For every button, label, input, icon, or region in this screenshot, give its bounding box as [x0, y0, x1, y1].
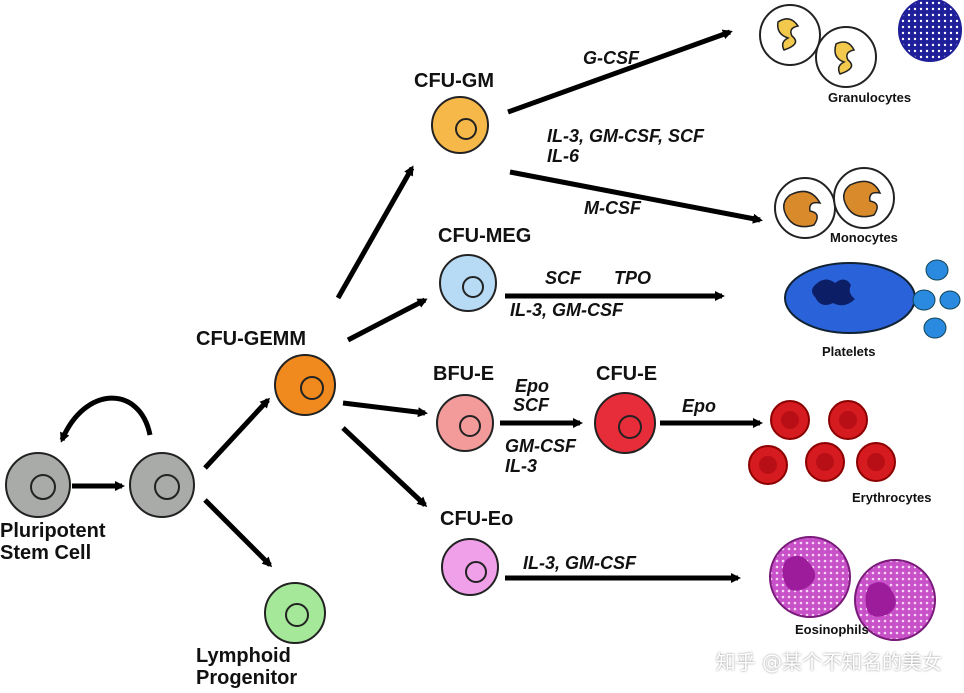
- cfu-gemm-cell: [274, 354, 336, 416]
- scf-label: SCF: [545, 268, 581, 288]
- scf-label-2: SCF: [513, 395, 549, 415]
- stem-cell-label: Pluripotent Stem Cell: [0, 520, 106, 564]
- cfu-e-cell: [594, 392, 656, 454]
- meg-cytokines-label: IL-3, GM-CSF: [510, 300, 623, 320]
- lymphoid-label: Lymphoid Progenitor: [196, 645, 298, 689]
- gm-to-monocytes-arrow: [509, 169, 763, 224]
- bfu-e-cell: [436, 394, 494, 452]
- gemm-to-bfue-arrow: [342, 400, 428, 418]
- watermark: 知乎 @某个不知名的美女: [715, 650, 942, 674]
- bfu-e-label: BFU-E: [433, 363, 495, 385]
- il-3-label-2: IL-3: [505, 456, 538, 476]
- self-renewal-arrow: [59, 395, 153, 443]
- gm-cytokines-line1: IL-3, GM-CSF, SCF: [547, 126, 704, 146]
- cfu-gm-cell: [431, 96, 489, 154]
- tpo-label: TPO: [614, 268, 652, 288]
- stem-cell-1: [5, 452, 71, 518]
- m-csf-label: M-CSF: [584, 198, 641, 218]
- cfu-eo-cell: [441, 538, 499, 596]
- cfu-eo-label: CFU-Eo: [440, 508, 514, 530]
- granulocytes-cells: [759, 0, 962, 88]
- progenitor-cells: [5, 96, 656, 644]
- gm-csf-label-2: GM-CSF: [505, 436, 576, 456]
- cfu-meg-label: CFU-MEG: [438, 225, 532, 247]
- epo-label-1: Epo: [515, 376, 549, 396]
- platelets-cells: [784, 259, 961, 339]
- epo-label-2: Epo: [682, 396, 716, 416]
- eosinophils-cells: [769, 536, 936, 641]
- platelets-label: Platelets: [822, 344, 876, 359]
- arrows: [59, 29, 763, 583]
- gm-to-granulocytes-arrow: [507, 29, 733, 115]
- gemm-to-meg-arrow: [346, 297, 428, 343]
- cfu-meg-cell: [439, 254, 497, 312]
- monocytes-label: Monocytes: [830, 230, 898, 245]
- cfu-e-label: CFU-E: [596, 363, 658, 385]
- stem-cell-2: [129, 452, 195, 518]
- g-csf-label: G-CSF: [583, 48, 639, 68]
- erythrocytes-cells: [748, 400, 896, 485]
- granulocytes-label: Granulocytes: [828, 90, 912, 105]
- gemm-to-eo-arrow: [341, 426, 428, 508]
- cfu-gemm-label: CFU-GEMM: [196, 328, 306, 350]
- gm-cytokines-line2: IL-6: [547, 146, 580, 166]
- erythrocytes-label: Erythrocytes: [852, 490, 932, 505]
- stem-to-gemm-arrow: [203, 397, 271, 470]
- monocytes-cells: [774, 167, 895, 239]
- lymphoid-cell: [264, 582, 326, 644]
- stem-to-lymphoid-arrow: [203, 498, 273, 568]
- gemm-to-gm-arrow: [335, 165, 415, 300]
- cfu-gm-label: CFU-GM: [414, 70, 494, 92]
- eo-cytokines-label: IL-3, GM-CSF: [523, 553, 636, 573]
- eosinophils-label: Eosinophils: [795, 622, 869, 637]
